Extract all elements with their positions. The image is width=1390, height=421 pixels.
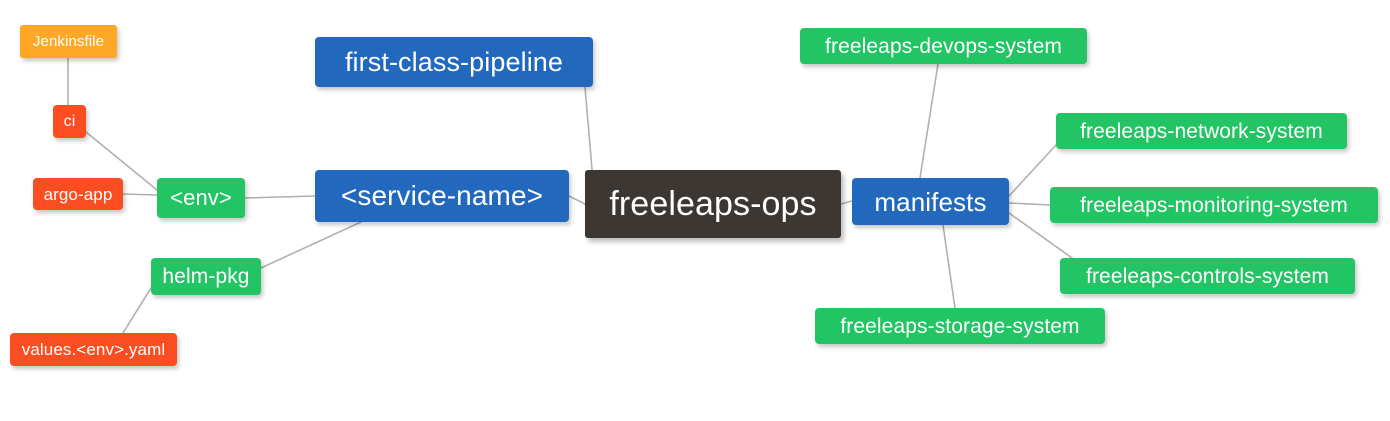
edge-root-to-service-name: [568, 195, 586, 205]
node-network-system[interactable]: freeleaps-network-system: [1056, 113, 1347, 149]
node-devops-system[interactable]: freeleaps-devops-system: [800, 28, 1087, 64]
node-service-name[interactable]: <service-name>: [315, 170, 569, 222]
edge-manifests-to-monitoring-system: [1008, 202, 1051, 206]
node-controls-system[interactable]: freeleaps-controls-system: [1060, 258, 1355, 294]
edge-service-name-to-env: [244, 195, 316, 199]
edge-env-to-argo-app: [122, 193, 158, 196]
node-helm-pkg[interactable]: helm-pkg: [151, 258, 261, 295]
node-root[interactable]: freeleaps-ops: [585, 170, 841, 238]
node-ci[interactable]: ci: [53, 105, 86, 138]
edge-manifests-to-network-system: [1008, 144, 1057, 197]
node-jenkinsfile[interactable]: Jenkinsfile: [20, 25, 117, 58]
edge-service-name-to-helm-pkg: [260, 221, 362, 269]
node-monitoring-system[interactable]: freeleaps-monitoring-system: [1050, 187, 1378, 223]
edge-root-to-manifests: [840, 200, 853, 205]
edge-manifests-to-storage-system: [942, 224, 956, 309]
node-env[interactable]: <env>: [157, 178, 245, 218]
node-first-class-pipeline[interactable]: first-class-pipeline: [315, 37, 593, 87]
node-values-yaml[interactable]: values.<env>.yaml: [10, 333, 177, 366]
node-argo-app[interactable]: argo-app: [33, 178, 123, 210]
edge-manifests-to-devops-system: [919, 63, 939, 179]
edge-helm-pkg-to-values-yaml: [122, 287, 152, 334]
edge-root-to-first-class-pipeline: [584, 86, 594, 182]
node-storage-system[interactable]: freeleaps-storage-system: [815, 308, 1105, 344]
node-manifests[interactable]: manifests: [852, 178, 1009, 225]
